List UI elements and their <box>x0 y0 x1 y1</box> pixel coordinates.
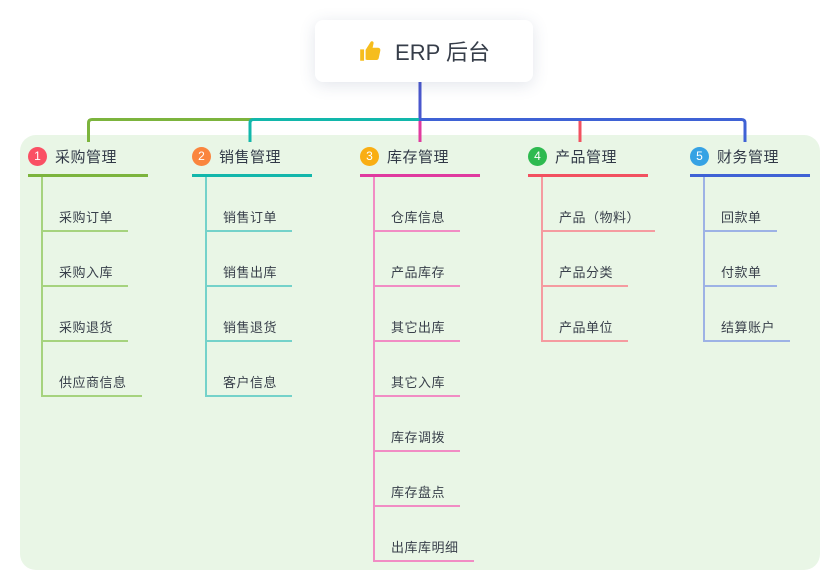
branch-sales-items: 销售订单 销售出库 销售退货 客户信息 <box>205 177 293 397</box>
branch-product-label[interactable]: 4 产品管理 <box>528 146 648 177</box>
mindmap-panel <box>20 135 820 570</box>
root-title: ERP 后台 <box>395 40 490 65</box>
branch-finance: 5 财务管理 回款单 付款单 结算账户 <box>690 146 810 342</box>
branch-sales-label[interactable]: 2 销售管理 <box>192 146 312 177</box>
mindmap-node[interactable]: 出库库明细 <box>375 507 474 562</box>
branch-number-badge: 3 <box>360 147 379 166</box>
mindmap-node[interactable]: 销售订单 <box>207 177 293 232</box>
branch-product: 4 产品管理 产品（物料） 产品分类 产品单位 <box>528 146 656 342</box>
mindmap-node[interactable]: 结算账户 <box>705 287 791 342</box>
branch-label-text: 库存管理 <box>387 149 450 166</box>
mindmap-node[interactable]: 产品分类 <box>543 232 629 287</box>
branch-number-badge: 2 <box>192 147 211 166</box>
connector-branch5 <box>419 118 747 142</box>
mindmap-node[interactable]: 产品库存 <box>375 232 461 287</box>
branch-product-items: 产品（物料） 产品分类 产品单位 <box>541 177 656 342</box>
branch-sales: 2 销售管理 销售订单 销售出库 销售退货 客户信息 <box>192 146 312 397</box>
branch-label-text: 销售管理 <box>219 149 282 166</box>
branch-inventory-items: 仓库信息 产品库存 其它出库 其它入库 库存调拨 库存盘点 出库库明细 <box>373 177 474 562</box>
mindmap-node[interactable]: 客户信息 <box>207 342 293 397</box>
branch-label-text: 采购管理 <box>55 149 118 166</box>
connector-branch1 <box>87 118 253 142</box>
mindmap-node[interactable]: 仓库信息 <box>375 177 461 232</box>
branch-number-badge: 4 <box>528 147 547 166</box>
mindmap-node[interactable]: 其它出库 <box>375 287 461 342</box>
mindmap-node[interactable]: 产品单位 <box>543 287 629 342</box>
mindmap-node[interactable]: 付款单 <box>705 232 777 287</box>
mindmap-node[interactable]: 销售退货 <box>207 287 293 342</box>
mindmap-node[interactable]: 采购订单 <box>43 177 129 232</box>
branch-inventory-label[interactable]: 3 库存管理 <box>360 146 480 177</box>
root-node[interactable]: ERP 后台 <box>315 20 533 82</box>
mindmap-node[interactable]: 销售出库 <box>207 232 293 287</box>
branch-inventory: 3 库存管理 仓库信息 产品库存 其它出库 其它入库 库存调拨 库存盘点 出库库… <box>360 146 480 562</box>
branch-number-badge: 5 <box>690 147 709 166</box>
branch-finance-label[interactable]: 5 财务管理 <box>690 146 810 177</box>
mindmap-node[interactable]: 采购入库 <box>43 232 129 287</box>
thumbs-up-icon <box>360 41 381 61</box>
branch-label-text: 产品管理 <box>555 149 618 166</box>
branch-label-text: 财务管理 <box>717 149 780 166</box>
branch-finance-items: 回款单 付款单 结算账户 <box>703 177 791 342</box>
branch-purchase: 1 采购管理 采购订单 采购入库 采购退货 供应商信息 <box>28 146 148 397</box>
connector-branch2 <box>248 118 421 142</box>
branch-purchase-items: 采购订单 采购入库 采购退货 供应商信息 <box>41 177 142 397</box>
branch-purchase-label[interactable]: 1 采购管理 <box>28 146 148 177</box>
mindmap-node[interactable]: 库存调拨 <box>375 397 461 452</box>
mindmap-node[interactable]: 其它入库 <box>375 342 461 397</box>
branch-number-badge: 1 <box>28 147 47 166</box>
mindmap-node[interactable]: 采购退货 <box>43 287 129 342</box>
mindmap-node[interactable]: 回款单 <box>705 177 777 232</box>
mindmap-node[interactable]: 供应商信息 <box>43 342 142 397</box>
mindmap-node[interactable]: 产品（物料） <box>543 177 656 232</box>
mindmap-node[interactable]: 库存盘点 <box>375 452 461 507</box>
